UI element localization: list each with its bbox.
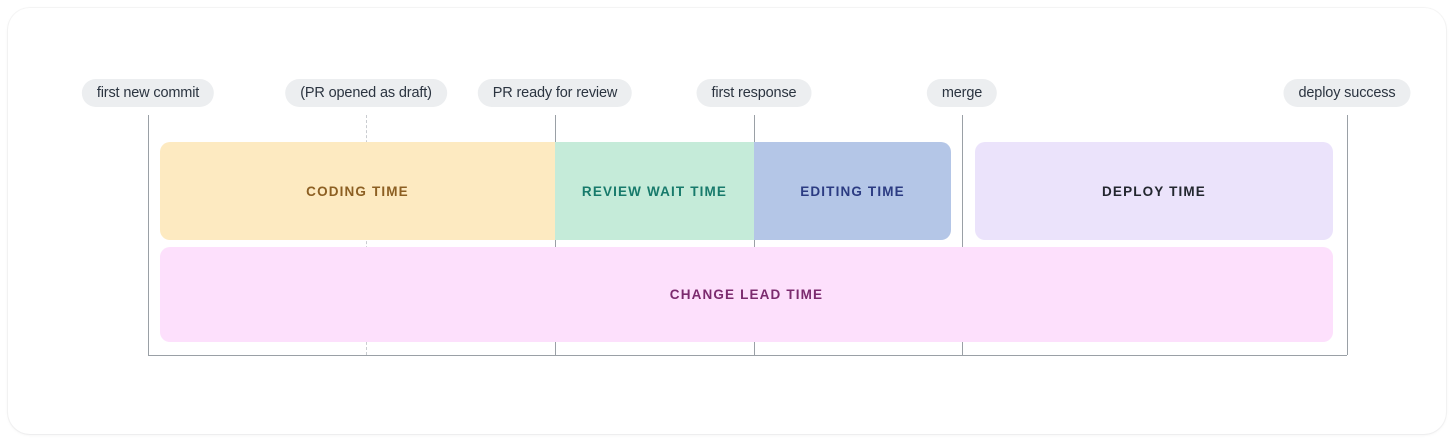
milestone-pill-deploy-success[interactable]: deploy success <box>1283 79 1411 107</box>
lead-time-diagram: CODING TIME REVIEW WAIT TIME EDITING TIME D… <box>8 8 1446 434</box>
segment-label: REVIEW WAIT TIME <box>581 183 728 199</box>
segment-change-lead-time[interactable]: CHANGE LEAD TIME <box>160 247 1333 342</box>
milestone-line-deploy-success <box>1347 115 1348 355</box>
milestone-pill-first-response[interactable]: first response <box>696 79 812 107</box>
segment-label: CHANGE LEAD TIME <box>669 287 824 302</box>
axis-baseline <box>148 355 1347 356</box>
milestone-pill-merge[interactable]: merge <box>926 79 998 107</box>
milestone-pill-pr-opened-as-draft[interactable]: (PR opened as draft) <box>285 79 447 107</box>
segment-deploy-time[interactable]: DEPLOY TIME <box>975 142 1333 240</box>
diagram-card: CODING TIME REVIEW WAIT TIME EDITING TIME D… <box>8 8 1446 434</box>
milestone-line-first-new-commit <box>148 115 149 355</box>
milestone-line-merge <box>962 115 963 355</box>
segment-review-wait-time[interactable]: REVIEW WAIT TIME <box>555 142 754 240</box>
segment-label: DEPLOY TIME <box>1102 183 1206 199</box>
segment-editing-time[interactable]: EDITING TIME <box>754 142 951 240</box>
segment-label: CODING TIME <box>306 183 409 199</box>
milestone-pill-pr-ready-for-review[interactable]: PR ready for review <box>477 79 633 107</box>
milestone-pill-first-new-commit[interactable]: first new commit <box>81 79 215 107</box>
segment-label: EDITING TIME <box>800 183 905 199</box>
segment-coding-time[interactable]: CODING TIME <box>160 142 555 240</box>
